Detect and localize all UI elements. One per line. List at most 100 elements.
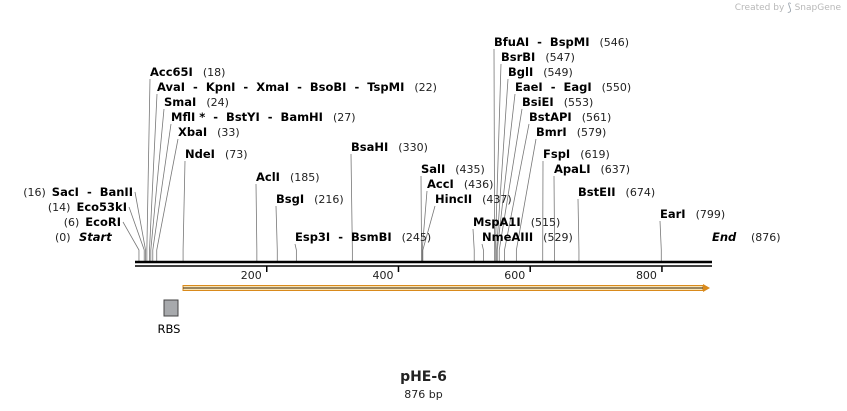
site-acli[interactable]: AclI(185) — [256, 170, 320, 184]
site-bsahi[interactable]: BsaHI (330) — [351, 140, 428, 154]
site-name-acc65i: Acc65I — [150, 65, 193, 79]
site-fspi[interactable]: FspI(619) — [543, 147, 610, 161]
site-leader-esp3i — [294, 243, 297, 262]
site-position-bsgi: (216) — [314, 193, 344, 206]
site-leader-acli — [255, 183, 258, 262]
site-name-bfuai: BfuAI - BspMI — [494, 35, 590, 49]
orf-feature[interactable] — [182, 284, 710, 292]
site-leader-bfuai — [493, 48, 496, 262]
site-name-eco53ki: Eco53kI — [76, 200, 127, 214]
site-leader-ndei — [182, 160, 186, 262]
site-ndei[interactable]: NdeI(73) — [185, 147, 248, 161]
site-position-hincii: (437) — [482, 193, 512, 206]
site-mspa1i[interactable]: MspA1I (515) — [473, 215, 560, 229]
site-name-eari: EarI — [660, 207, 686, 221]
site-position-acci: (436) — [464, 178, 494, 191]
site-leader-mfli — [152, 123, 172, 262]
site-name-mspa1i: MspA1I — [473, 215, 521, 229]
site-leader-hincii — [422, 205, 436, 262]
site-name-ndei: NdeI — [185, 147, 215, 161]
axis-tick-label: 600 — [504, 269, 525, 282]
credit-prefix: Created by — [734, 2, 785, 13]
site-name-bsrbi: BsrBI — [501, 50, 535, 64]
site-name-bsahi: BsaHI — [351, 140, 388, 154]
snapgene-credit: Created by ⟆ SnapGene — [735, 1, 841, 14]
site-position-bmri: (579) — [577, 126, 607, 139]
snapgene-logo-icon: ⟆ — [787, 1, 792, 14]
plasmid-name: pHE-6 — [400, 369, 447, 385]
site-position-bgli: (549) — [543, 66, 573, 79]
site-name-esp3i: Esp3I - BsmBI — [295, 230, 392, 244]
site-esp3i[interactable]: Esp3I - BsmBI (245) — [295, 230, 431, 244]
site-position-eaei: (550) — [602, 81, 632, 94]
end-position: (876) — [751, 231, 781, 244]
dna-backbone — [135, 260, 712, 267]
site-eco53ki[interactable]: Eco53kI(14) — [48, 200, 127, 214]
site-bmri[interactable]: BmrI(579) — [536, 125, 606, 139]
site-name-bsteii: BstEII — [578, 185, 616, 199]
site-labels: Acc65I (18)AvaI - KpnI - XmaI - BsoBI - T… — [23, 35, 725, 244]
site-position-apali: (637) — [601, 163, 631, 176]
rbs-feature[interactable]: RBS — [158, 299, 181, 336]
site-position-bsrbi: (547) — [545, 51, 575, 64]
site-name-fspi: FspI — [543, 147, 570, 161]
site-nmeaiii[interactable]: NmeAIII(529) — [482, 230, 573, 244]
site-leader-bsiei — [498, 108, 523, 262]
start-position: (0) — [55, 231, 71, 244]
site-mfli[interactable]: MflI * - BstYI - BamHI(27) — [171, 110, 356, 124]
site-name-apali: ApaLI — [554, 162, 591, 176]
site-leader-sali — [420, 175, 422, 262]
site-name-eaei: EaeI - EagI — [515, 80, 592, 94]
site-position-mfli: (27) — [333, 111, 356, 124]
site-saci[interactable]: SacI - BanII(16) — [23, 185, 133, 199]
axis-tick-label: 200 — [241, 269, 262, 282]
end-label-group: End (876) — [712, 230, 781, 244]
site-eari[interactable]: EarI(799) — [660, 207, 725, 221]
site-avai[interactable]: AvaI - KpnI - XmaI - BsoBI - TspMI(22) — [157, 80, 437, 94]
site-bsiei[interactable]: BsiEI (553) — [522, 95, 593, 109]
rbs-label: RBS — [158, 322, 181, 336]
site-bsrbi[interactable]: BsrBI (547) — [501, 50, 575, 64]
site-name-smai: SmaI — [164, 95, 196, 109]
site-xbai[interactable]: XbaI(33) — [178, 125, 240, 139]
site-leader-apali — [553, 175, 555, 262]
site-leader-avai — [149, 93, 158, 262]
site-leader-bsgi — [275, 205, 278, 262]
site-position-acli: (185) — [290, 171, 320, 184]
site-bsgi[interactable]: BsgI(216) — [276, 192, 344, 206]
site-name-nmeaiii: NmeAIII — [482, 230, 533, 244]
site-smai[interactable]: SmaI(24) — [164, 95, 229, 109]
site-bfuai[interactable]: BfuAI - BspMI(546) — [494, 35, 629, 49]
site-position-esp3i: (245) — [402, 231, 432, 244]
site-leader-eari — [659, 220, 662, 262]
plasmid-length: 876 bp — [404, 388, 443, 401]
site-name-acci: AccI — [427, 177, 454, 191]
site-hincii[interactable]: HincII(437) — [435, 192, 512, 206]
site-leader-bsahi — [350, 153, 353, 262]
start-label: Start — [79, 230, 112, 244]
site-leader-saci — [134, 191, 146, 262]
site-bsteii[interactable]: BstEII(674) — [578, 185, 655, 199]
site-sali[interactable]: SalI(435) — [421, 162, 485, 176]
site-leader-smai — [150, 108, 165, 262]
site-name-xbai: XbaI — [178, 125, 207, 139]
site-bgli[interactable]: BglI (549) — [508, 65, 573, 79]
site-position-bstapi: (561) — [582, 111, 612, 124]
site-name-bsiei: BsiEI — [522, 95, 554, 109]
site-leader-xbai — [156, 138, 179, 262]
site-position-bsahi: (330) — [398, 141, 428, 154]
end-label: End — [712, 230, 737, 244]
site-ecori[interactable]: EcoRI(6) — [64, 215, 121, 229]
site-leader-acci — [421, 190, 428, 262]
site-position-bsiei: (553) — [564, 96, 594, 109]
site-acci[interactable]: AccI (436) — [427, 177, 493, 191]
site-bstapi[interactable]: BstAPI(561) — [529, 110, 611, 124]
site-apali[interactable]: ApaLI (637) — [554, 162, 630, 176]
site-position-acc65i: (18) — [203, 66, 226, 79]
site-acc65i[interactable]: Acc65I (18) — [150, 65, 225, 79]
site-eaei[interactable]: EaeI - EagI (550) — [515, 80, 631, 94]
site-position-mspa1i: (515) — [531, 216, 561, 229]
site-name-bgli: BglI — [508, 65, 533, 79]
